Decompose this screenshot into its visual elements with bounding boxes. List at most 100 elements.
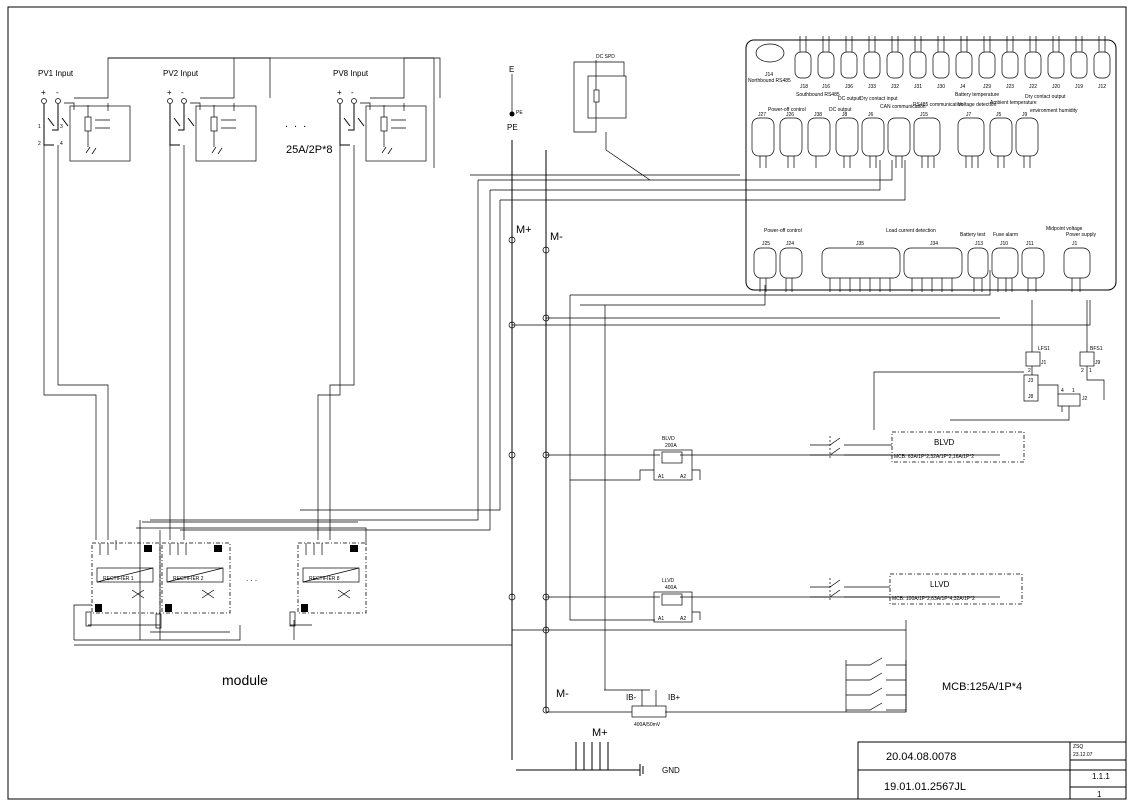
pv-input-section: PV1 Input PV2 Input PV8 Input + - + - + …: [38, 57, 441, 168]
conn-j9: J9: [1022, 112, 1028, 118]
pe-label: PE: [507, 123, 518, 132]
ethernet-port-icon: [755, 43, 785, 63]
drawing-code-1: 20.04.08.0078: [886, 751, 956, 763]
conn-j15: J15: [920, 112, 928, 118]
conn-j23: J23: [1006, 84, 1014, 90]
pv2-label: PV2 Input: [163, 69, 199, 78]
conn-j26: J26: [786, 112, 794, 118]
label-northbound: Northbound RS485: [748, 78, 791, 84]
gnd-m-plus: M+: [592, 727, 608, 739]
rectifier-modules: RECTIFIER 1 RECTIFIER 2 RECTIFIER 8 . . …: [73, 521, 512, 646]
fuse-pin-2b: 2: [1081, 368, 1084, 374]
drawing-code-2: 19.01.01.2567JL: [884, 781, 966, 793]
m-minus-bottom: M-: [556, 688, 569, 700]
page-number: 1: [1097, 790, 1102, 799]
pv8-spd-box: [365, 105, 427, 162]
conn-j34: J34: [930, 241, 938, 247]
label-power-supply: Power supply: [1066, 232, 1097, 238]
conn-j36: J36: [845, 84, 853, 90]
label-fuse-alarm: Fuse alarm: [993, 232, 1018, 238]
llvd-title: LLVD: [662, 578, 675, 584]
label-ambient-temp: Ambient temperature: [990, 100, 1037, 106]
title-block: 20.04.08.0078 19.01.01.2567JL ZSQ 23.12.…: [857, 741, 1127, 800]
conn-j8: J8: [842, 112, 848, 118]
rectifier-8-frame: [297, 542, 367, 614]
label-midpoint: Midpoint voltage: [1046, 226, 1083, 232]
blvd-box-title: BLVD: [934, 438, 955, 447]
llvd-box-title: LLVD: [930, 580, 950, 589]
conn-j19: J19: [1075, 84, 1083, 90]
gnd-section: M+ GND: [516, 727, 680, 776]
pv1-minus: -: [56, 88, 59, 97]
shunt-rating: 400A/50mV: [634, 722, 661, 728]
pv8-label: PV8 Input: [333, 69, 369, 78]
conn-j18: J18: [800, 84, 808, 90]
conn-j29: J29: [983, 84, 991, 90]
label-dry-contact-out: Dry contact output: [1025, 94, 1066, 100]
llvd-mcb: MCB: 100A/1P*2,63A/1P*4,32A/1P*2: [892, 596, 975, 602]
shunt-ib-minus: IB-: [626, 693, 637, 702]
llvd-a1: A1: [658, 616, 664, 622]
dc-spd-label: DC SPD: [596, 54, 615, 60]
fuse-alarm-block: LFS1 BFS1 J1 J9 2 2 1 J3 J8 4 1 J2: [873, 300, 1105, 430]
terminal-1: 1: [38, 124, 41, 130]
shunt-ib-plus: IB+: [668, 693, 681, 702]
llvd-contactor: [653, 591, 693, 623]
conn-j35: J35: [856, 241, 864, 247]
pv2-plus: +: [167, 88, 172, 97]
label-humidity: environment humidity: [1030, 108, 1078, 114]
terminal-2: 2: [38, 141, 41, 147]
label-can: CAN communication: [880, 104, 926, 110]
conn-j31: J31: [914, 84, 922, 90]
label-battery-test: Battery test: [960, 232, 986, 238]
rectifier-1-frame: [91, 542, 161, 614]
blvd-contactor: [653, 449, 693, 481]
conn-j22: J22: [1029, 84, 1037, 90]
label-rs485: RS485 communication: [913, 102, 964, 108]
pe-small: PE: [516, 110, 523, 116]
fuse-j8: J8: [1028, 394, 1034, 400]
lfs1-label: LFS1: [1038, 346, 1050, 352]
blvd-section: BLVD 200A A1 A2 BLVD MCB: 63A/1P*2,32A/1…: [570, 431, 1025, 481]
conn-j27: J27: [758, 112, 766, 118]
main-mcb-section: MCB:125A/1P*4: [845, 630, 1022, 712]
conn-j33: J33: [868, 84, 876, 90]
conn-j20: J20: [1052, 84, 1060, 90]
blvd-mcb: MCB: 63A/1P*2,32A/1P*2,16A/1P*2: [894, 454, 974, 460]
label-southbound: Southbound RS485: [796, 92, 840, 98]
llvd-rating: 400A: [665, 585, 677, 591]
main-mcb-label: MCB:125A/1P*4: [942, 681, 1022, 693]
bfs1-label: BFS1: [1090, 346, 1103, 352]
pv2-spd-box: [195, 105, 257, 162]
blvd-title: BLVD: [662, 436, 675, 442]
conn-j6: J6: [868, 112, 874, 118]
blvd-a1: A1: [658, 474, 664, 480]
conn-j7: J7: [966, 112, 972, 118]
label-dc-output: DC output: [838, 96, 861, 102]
label-battery-temp: Battery temperature: [955, 92, 999, 98]
blvd-a2: A2: [680, 474, 686, 480]
controller-mid-connectors: J27 J26 J38 J8 J6 J15 J7 J5 J9: [751, 112, 1039, 168]
rectifier-2-frame: [161, 542, 231, 614]
conn-j14: J14: [765, 72, 773, 78]
controller-top-connectors: J14 Northbound RS485 J18 J16 J36 J33 J32…: [748, 36, 1111, 114]
label-voltage-detection: Voltage detection: [958, 102, 997, 108]
shunt-section: M- IB- IB+ 400A/50mV: [556, 688, 681, 728]
conn-j13: J13: [975, 241, 983, 247]
fuse-j3: J3: [1028, 378, 1034, 384]
rectifier-8-label: RECTIFIER 8: [309, 576, 340, 582]
pv8-plus: +: [337, 88, 342, 97]
earth-label: E: [509, 65, 514, 74]
conn-j10: J10: [1000, 241, 1008, 247]
pv-ellipsis: ...: [285, 118, 312, 130]
conn-j12: J12: [1098, 84, 1106, 90]
fuse-pin-4: 4: [1061, 388, 1064, 394]
gnd-label: GND: [662, 766, 680, 775]
label-power-off: Power-off control: [768, 107, 806, 113]
author: ZSQ: [1073, 744, 1083, 750]
pv1-label: PV1 Input: [38, 69, 74, 78]
terminal-4: 4: [60, 141, 63, 147]
label-dc-output-2: DC output: [829, 107, 852, 113]
fuse-j1: J1: [1041, 360, 1047, 366]
